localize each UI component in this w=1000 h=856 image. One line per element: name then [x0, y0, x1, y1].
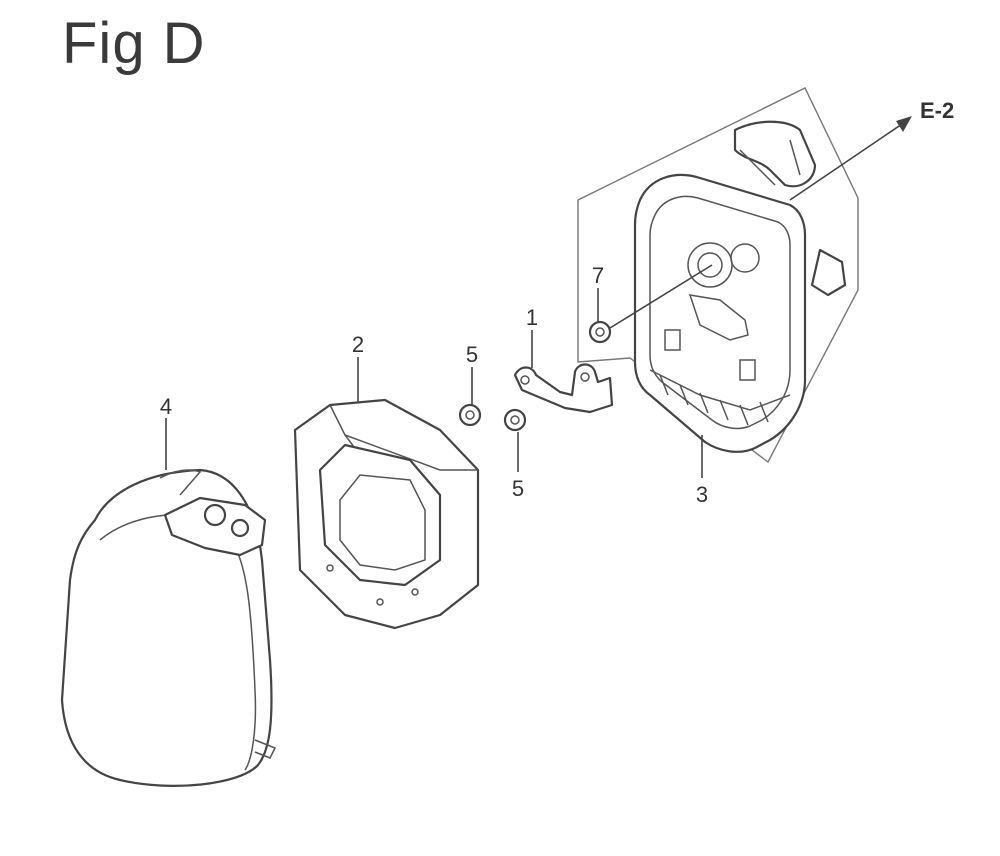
nut-lower	[503, 408, 527, 432]
callout-1: 1	[526, 305, 538, 330]
callout-2: 2	[352, 332, 364, 357]
grommet	[588, 320, 612, 344]
callout-4: 4	[160, 394, 172, 419]
air-cleaner-case	[577, 87, 859, 464]
nut-upper	[458, 403, 482, 427]
callout-7: 7	[592, 263, 604, 288]
callout-5-lower: 5	[512, 476, 524, 501]
callout-ref-e2: E-2	[920, 98, 954, 123]
leader-line-7-link	[609, 264, 713, 329]
air-cleaner-cover	[60, 468, 277, 787]
leader-line-ref	[789, 121, 906, 201]
arrowhead-ref	[896, 116, 912, 132]
mounting-bracket	[513, 363, 614, 414]
air-filter-element	[293, 398, 480, 630]
callout-3: 3	[696, 482, 708, 507]
callout-5-upper: 5	[466, 342, 478, 367]
figure-title: Fig D	[62, 11, 206, 76]
